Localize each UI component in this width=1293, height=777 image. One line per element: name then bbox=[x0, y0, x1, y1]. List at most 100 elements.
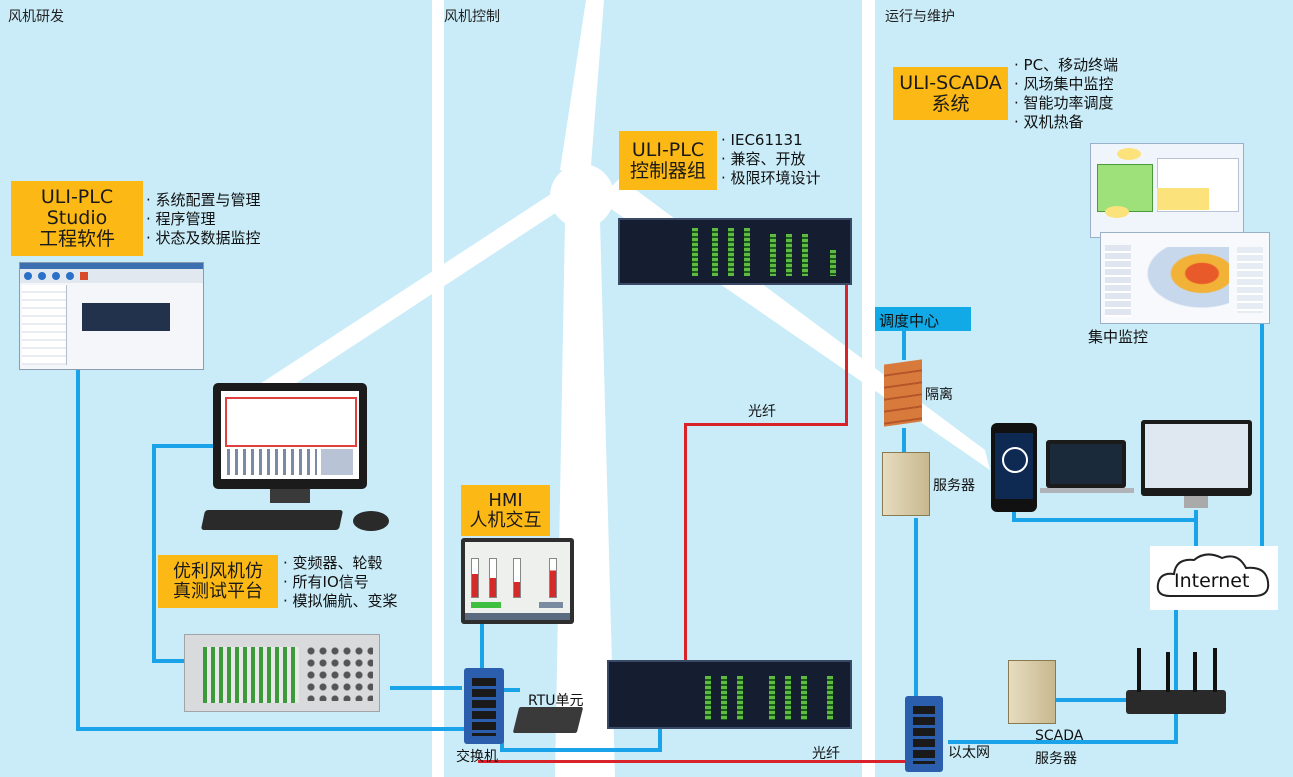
map-legend bbox=[1237, 247, 1263, 313]
scada-server-icon bbox=[1008, 660, 1056, 724]
fiber-label-top: 光纤 bbox=[748, 404, 776, 420]
diagram-yellow-panel bbox=[1157, 188, 1209, 210]
plc-terminal-strip bbox=[801, 676, 807, 720]
plc-controller-rack-bottom bbox=[607, 660, 852, 729]
monitor-display bbox=[1145, 424, 1248, 488]
ethernet-line bbox=[500, 748, 660, 752]
ethernet-line bbox=[1174, 608, 1178, 744]
plc-terminal-strip bbox=[802, 234, 808, 276]
ethernet-line bbox=[902, 330, 906, 360]
rack-io-modules bbox=[203, 647, 299, 703]
phone-screen bbox=[995, 433, 1033, 499]
monitor-screen bbox=[221, 391, 359, 479]
plc-title-line: ULI-PLC bbox=[631, 138, 705, 161]
map-sidebar bbox=[1105, 245, 1131, 317]
toolbar-icon bbox=[80, 272, 88, 280]
router-antenna bbox=[1166, 652, 1170, 692]
pc-monitor-stand bbox=[270, 489, 310, 503]
ethernet-line bbox=[1012, 512, 1016, 522]
mobile-phone bbox=[991, 423, 1037, 512]
plc-terminal-strip bbox=[728, 228, 734, 276]
sim-title-box: 优利风机仿 真测试平台 bbox=[158, 555, 278, 608]
scada-title-line: ULI-SCADA bbox=[899, 71, 1002, 94]
rtu-label: RTU单元 bbox=[528, 693, 584, 709]
window-titlebar bbox=[20, 263, 203, 269]
ethernet-line bbox=[504, 688, 520, 692]
isolation-label: 隔离 bbox=[925, 387, 953, 403]
hmi-gauge bbox=[471, 558, 479, 598]
hmi-gauge bbox=[513, 558, 521, 598]
scada-diagram-screenshot bbox=[1090, 143, 1244, 238]
diagram-yellow-node bbox=[1117, 148, 1141, 160]
ethernet-line bbox=[902, 428, 906, 452]
ethernet-line bbox=[480, 622, 484, 670]
plc-terminal-strip bbox=[786, 234, 792, 276]
dispatch-label: 调度中心 bbox=[879, 312, 940, 330]
laptop bbox=[1046, 440, 1126, 488]
hmi-button[interactable] bbox=[539, 602, 563, 608]
router-antenna bbox=[1137, 648, 1141, 692]
hmi-title-line: HMI bbox=[488, 489, 523, 511]
laptop-base bbox=[1040, 488, 1134, 493]
bullet-item: PC、移动终端 bbox=[1014, 56, 1119, 75]
schematic-grid bbox=[227, 449, 317, 475]
map-region bbox=[1139, 247, 1229, 313]
window-toolbar bbox=[20, 269, 203, 283]
bullet-item: 极限环境设计 bbox=[721, 169, 821, 188]
studio-title-line: Studio bbox=[46, 207, 108, 230]
ethernet-line bbox=[1260, 232, 1264, 550]
ethernet-line bbox=[1194, 510, 1198, 548]
studio-bullets: 系统配置与管理 程序管理 状态及数据监控 bbox=[146, 191, 261, 248]
router-antenna bbox=[1193, 652, 1197, 692]
rack-connector-panel bbox=[305, 645, 373, 701]
plc-terminal-strip bbox=[785, 676, 791, 720]
hmi-gauge bbox=[489, 558, 497, 598]
ethernet-line bbox=[914, 518, 918, 698]
toolbar-icon bbox=[52, 272, 60, 280]
router bbox=[1126, 690, 1226, 714]
central-monitor-label: 集中监控 bbox=[1088, 328, 1149, 346]
plc-group-title-box: ULI-PLC 控制器组 bbox=[619, 131, 717, 190]
plc-terminal-strip bbox=[769, 676, 775, 720]
hmi-button[interactable] bbox=[471, 602, 501, 608]
bullet-item: 所有IO信号 bbox=[283, 573, 398, 592]
ethernet-line bbox=[152, 659, 186, 663]
ethernet-line bbox=[1056, 698, 1128, 702]
ethernet-label: 以太网 bbox=[948, 745, 990, 761]
desktop-monitor bbox=[1141, 420, 1252, 496]
compass-icon bbox=[1002, 447, 1028, 473]
server-label: 服务器 bbox=[933, 478, 975, 494]
bullet-item: 兼容、开放 bbox=[721, 150, 821, 169]
section-title-control: 风机控制 bbox=[444, 9, 500, 25]
plc-terminal-strip bbox=[705, 676, 711, 720]
fiber-line bbox=[478, 760, 910, 763]
scada-title-line: 系统 bbox=[931, 92, 970, 115]
bullet-item: 双机热备 bbox=[1014, 113, 1118, 132]
plc-group-bullets: IEC61131 兼容、开放 极限环境设计 bbox=[721, 131, 821, 188]
ethernet-line bbox=[1012, 518, 1198, 522]
scada-server-label-line2: 服务器 bbox=[1035, 751, 1077, 767]
fiber-line bbox=[684, 423, 687, 689]
internet-label: Internet bbox=[1174, 570, 1250, 592]
plc-title-line: 控制器组 bbox=[629, 159, 706, 182]
pc-monitor bbox=[213, 383, 367, 489]
bullet-item: 模拟偏航、变桨 bbox=[283, 592, 398, 611]
plc-terminal-strip bbox=[692, 228, 698, 276]
scada-title-box: ULI-SCADA 系统 bbox=[893, 67, 1008, 120]
toolbar-icon bbox=[24, 272, 32, 280]
diagram-green-block bbox=[1097, 164, 1153, 212]
ethernet-line bbox=[658, 716, 662, 752]
schematic-red-frame bbox=[225, 397, 357, 447]
scada-bullets: PC、移动终端 风场集中监控 智能功率调度 双机热备 bbox=[1014, 56, 1119, 132]
studio-software-window bbox=[19, 262, 204, 370]
scada-server-label-line1: SCADA bbox=[1035, 728, 1084, 744]
cloud-icon bbox=[1156, 553, 1270, 597]
panel-control bbox=[444, 0, 862, 777]
switch-ports bbox=[913, 706, 935, 764]
hmi-gauge bbox=[549, 558, 557, 598]
plc-terminal-strip bbox=[827, 676, 833, 720]
ethernet-switch-right bbox=[905, 696, 943, 772]
section-title-ops: 运行与维护 bbox=[885, 9, 955, 25]
fiber-line bbox=[684, 423, 848, 426]
ethernet-line bbox=[76, 368, 80, 730]
